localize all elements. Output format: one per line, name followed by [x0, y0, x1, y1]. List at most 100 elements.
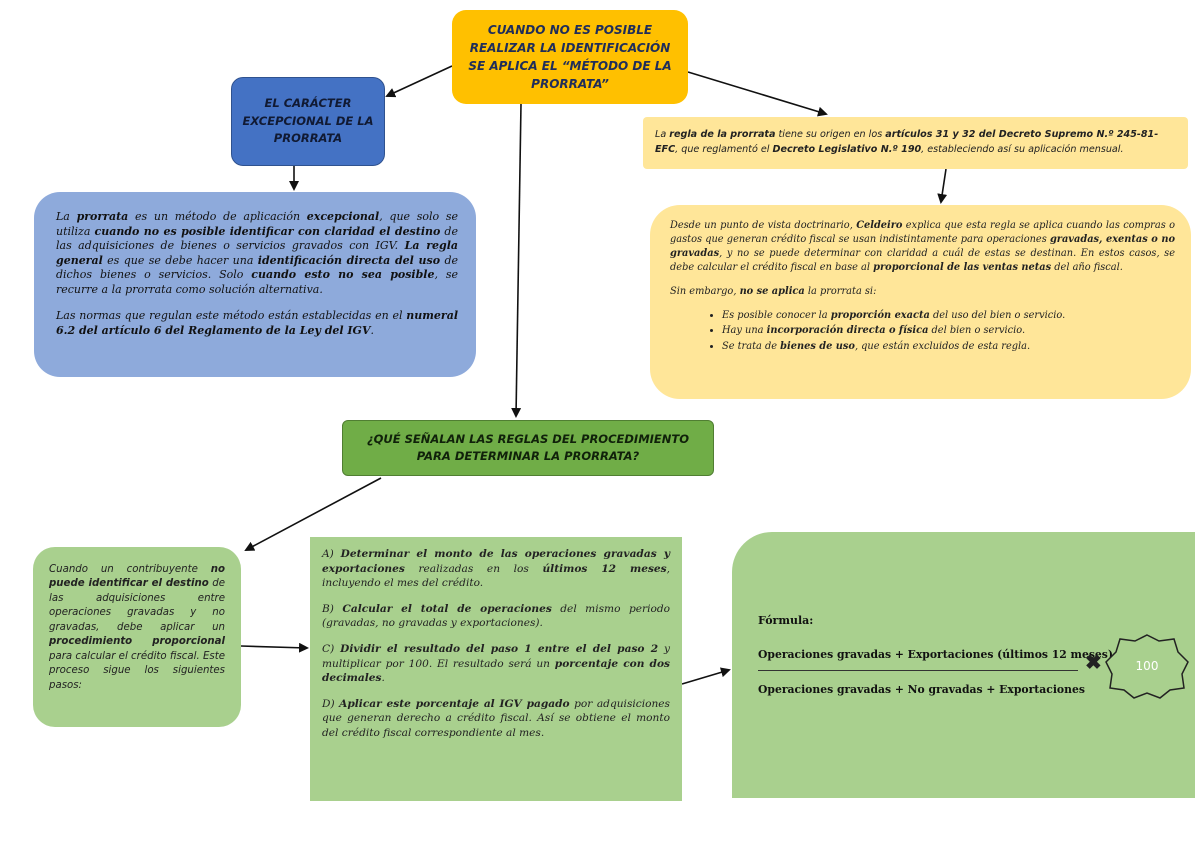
text-segment: D)	[322, 697, 340, 710]
text-segment: , que reglamentó el	[675, 143, 773, 155]
text-segment: por adquisiciones que generan derecho a …	[322, 697, 670, 740]
exceptional-character-box: EL CARÁCTER EXCEPCIONAL DE LA PRORRATA	[231, 77, 385, 166]
text-segment: de dichos bienes o servicios. Solo	[56, 253, 458, 282]
emphasized-text: identificación directa del uso	[257, 253, 441, 267]
emphasized-text: numeral 6.2 del artículo 6 del Reglament…	[56, 309, 458, 337]
emphasized-text: incorporación directa o física	[766, 325, 929, 337]
rule-origin-box: La regla de la prorrata tiene su origen …	[643, 117, 1188, 169]
text-segment: , y no se puede determinar con claridad …	[670, 247, 1175, 273]
emphasized-text: La regla general	[56, 239, 459, 267]
arrow-rule-origin-to-doctrine	[937, 168, 948, 204]
fraction-line	[758, 670, 1078, 671]
formula-numerator: Operaciones gravadas + Exportaciones (úl…	[758, 648, 1113, 661]
prorrata-method-title-box: CUANDO NO ES POSIBLE REALIZAR LA IDENTIF…	[452, 10, 688, 104]
emphasized-text: gravadas, exentas o no gravadas	[670, 233, 1175, 259]
emphasized-text: Celdeiro	[856, 220, 903, 231]
doctrine-exception-item: Se trata de bienes de uso, que están exc…	[722, 340, 1175, 354]
arrow-question-to-green-left	[244, 477, 382, 551]
procedure-step-b: B) Calcular el total de operaciones del …	[322, 602, 670, 631]
text-segment: de las adquisiciones entre operaciones g…	[49, 578, 226, 633]
text-segment: Las normas que regulan este método están…	[56, 309, 407, 323]
emphasized-text: Determinar el monto de las operaciones g…	[322, 548, 670, 575]
multiplier-value: 100	[1135, 659, 1159, 673]
procedure-intro-text: Cuando un contribuyente no puede identif…	[49, 564, 225, 691]
doctrine-exception-item: Es posible conocer la proporción exacta …	[722, 309, 1175, 323]
text-segment: Cuando un contribuyente	[49, 564, 211, 575]
emphasized-text: cuando no es posible identificar con cla…	[94, 224, 441, 238]
emphasized-text: porcentaje con dos decimales	[322, 657, 670, 685]
emphasized-text: Dividir el resultado del paso 1 entre el…	[340, 643, 659, 656]
text-segment: del bien o servicio.	[928, 325, 1026, 337]
formula-box: Fórmula: Operaciones gravadas + Exportac…	[732, 532, 1195, 798]
formula-denominator: Operaciones gravadas + No gravadas + Exp…	[758, 683, 1085, 696]
blue-body-paragraph-1: La prorrata es un método de aplicación e…	[56, 210, 458, 297]
emphasized-text: artículos 31 y 32 del Decreto Supremo N.…	[655, 129, 1159, 155]
text-segment: Sin embargo,	[670, 285, 740, 297]
text-segment: , estableciendo así su aplicación mensua…	[921, 143, 1124, 155]
text-segment: Se trata de	[722, 341, 781, 353]
rule-origin-text: La regla de la prorrata tiene su origen …	[655, 129, 1158, 155]
procedure-question-box: ¿QUÉ SEÑALAN LAS REGLAS DEL PROCEDIMIENT…	[342, 420, 714, 476]
text-segment: realizadas en los	[404, 562, 543, 575]
text-segment: de las adquisiciones de bienes o servici…	[56, 224, 458, 253]
text-segment: Desde un punto de vista doctrinario,	[670, 220, 857, 231]
doctrine-exceptions-list: Es posible conocer la proporción exacta …	[670, 309, 1175, 355]
doctrine-paragraph-1: Desde un punto de vista doctrinario, Cel…	[670, 219, 1175, 275]
text-segment: B)	[322, 602, 343, 615]
emphasized-text: no se aplica	[739, 285, 805, 297]
arrow-top-to-blue-title	[385, 65, 453, 98]
arrow-top-to-rule-origin	[687, 71, 828, 117]
text-segment: La	[56, 210, 77, 223]
emphasized-text: proporción exacta	[830, 309, 930, 321]
prorrata-method-title: CUANDO NO ES POSIBLE REALIZAR LA IDENTIF…	[468, 23, 672, 91]
procedure-step-c: C) Dividir el resultado del paso 1 entre…	[322, 642, 670, 686]
formula-label: Fórmula:	[758, 614, 814, 627]
text-segment: tiene su origen en los	[775, 129, 886, 140]
emphasized-text: proporcional de las ventas netas	[873, 261, 1052, 273]
emphasized-text: Aplicar este porcentaje al IGV pagado	[339, 697, 570, 710]
doctrine-box: Desde un punto de vista doctrinario, Cel…	[650, 205, 1191, 399]
times-icon: ✖	[1085, 650, 1102, 674]
emphasized-text: bienes de uso	[780, 341, 855, 353]
procedure-step-a: A) Determinar el monto de las operacione…	[322, 547, 670, 591]
arrow-green-left-to-steps	[240, 642, 309, 653]
emphasized-text: procedimiento proporcional	[49, 636, 225, 648]
doctrine-paragraph-2: Sin embargo, no se aplica la prorrata si…	[670, 285, 1175, 299]
blue-body-paragraph-2: Las normas que regulan este método están…	[56, 309, 458, 338]
seal-badge-icon	[1105, 634, 1189, 699]
text-segment: del año fiscal.	[1051, 261, 1123, 273]
text-segment: , incluyendo el mes del crédito.	[322, 562, 670, 590]
procedure-question: ¿QUÉ SEÑALAN LAS REGLAS DEL PROCEDIMIENT…	[366, 431, 690, 463]
exceptional-character-title: EL CARÁCTER EXCEPCIONAL DE LA PRORRATA	[242, 95, 374, 146]
text-segment: , que están excluidos de esta regla.	[854, 341, 1031, 353]
text-segment: Hay una	[722, 325, 767, 337]
emphasized-text: cuando esto no sea posible	[251, 268, 435, 282]
text-segment: la prorrata si:	[804, 285, 877, 297]
doctrine-exception-item: Hay una incorporación directa o física d…	[722, 324, 1175, 338]
text-segment: .	[381, 672, 385, 685]
arrow-top-to-question	[511, 103, 522, 418]
exceptional-character-description: La prorrata es un método de aplicación e…	[34, 192, 476, 377]
emphasized-text: Decreto Legislativo N.º 190	[772, 143, 922, 155]
emphasized-text: Calcular el total de operaciones	[342, 602, 552, 615]
text-segment: .	[370, 323, 374, 337]
text-segment: del mismo periodo (gravadas, no gravadas…	[322, 602, 670, 630]
arrow-steps-to-formula	[681, 667, 731, 685]
emphasized-text: últimos 12 meses	[542, 562, 667, 575]
text-segment: La	[655, 129, 670, 140]
text-segment: es un método de aplicación	[128, 210, 307, 223]
text-segment: Es posible conocer la	[722, 309, 831, 321]
emphasized-text: prorrata	[76, 210, 129, 223]
text-segment: , se recurre a la prorrata como solución…	[56, 268, 459, 296]
text-segment: para calcular el crédito fiscal. Este pr…	[49, 650, 225, 691]
text-segment: es que se debe hacer una	[102, 253, 258, 267]
procedure-step-d: D) Aplicar este porcentaje al IGV pagado…	[322, 697, 670, 741]
text-segment: y multiplicar por 100. El resultado será…	[322, 643, 671, 670]
procedure-steps-box: A) Determinar el monto de las operacione…	[310, 537, 682, 801]
text-segment: C)	[322, 643, 341, 656]
emphasized-text: excepcional	[306, 210, 380, 223]
text-segment: , que solo se utiliza	[56, 210, 459, 238]
text-segment: del uso del bien o servicio.	[929, 309, 1066, 321]
emphasized-text: regla de la prorrata	[669, 129, 776, 140]
